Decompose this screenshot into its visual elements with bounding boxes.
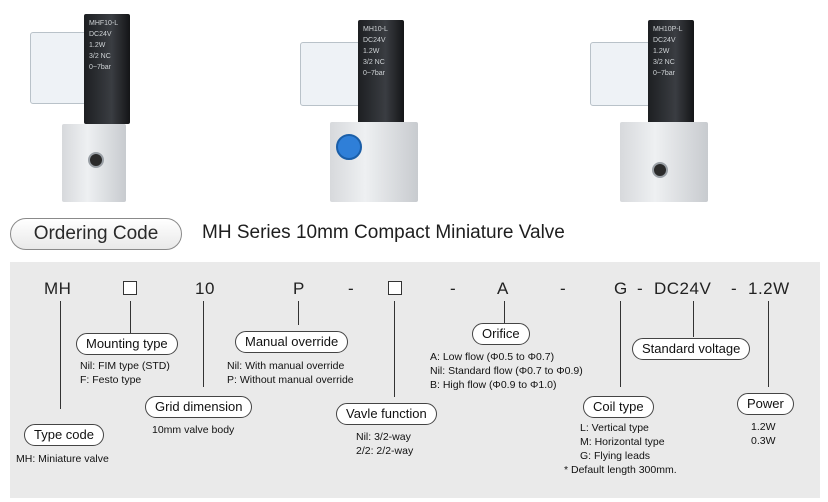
option-line: Nil: Standard flow (Φ0.7 to Φ0.9) [430, 365, 583, 377]
port [652, 162, 668, 178]
option-line: F: Festo type [80, 374, 142, 386]
code-g: G [614, 279, 628, 298]
coil-label: MH10-L DC24V 1.2W 3/2 NC 0~7bar [358, 20, 404, 138]
code-power: 1.2W [748, 279, 790, 298]
code-mounting-box [123, 281, 137, 295]
series-title: MH Series 10mm Compact Miniature Valve [202, 222, 565, 243]
coil-pressure: 0~7bar [653, 70, 675, 77]
port [88, 152, 104, 168]
leader-line [620, 301, 621, 387]
coil-model: MHF10-L [89, 20, 119, 27]
option-line: Nil: FIM type (STD) [80, 360, 170, 372]
grid-dimension-pill: Grid dimension [145, 396, 253, 418]
coil-pressure: 0~7bar [89, 64, 111, 71]
coil-function: 3/2 NC [363, 59, 385, 66]
option-line: 1.2W [751, 421, 776, 433]
leader-line [394, 301, 395, 397]
orifice-options: A: Low flow (Φ0.5 to Φ0.7) Nil: Standard… [430, 350, 583, 392]
code-dc24v: DC24V [654, 279, 712, 298]
valve-image-mhf10: MHF10-L DC24V 1.2W 3/2 NC 0~7bar [22, 12, 162, 202]
connector-housing [300, 42, 362, 106]
coil-function: 3/2 NC [653, 59, 675, 66]
product-images: MHF10-L DC24V 1.2W 3/2 NC 0~7bar MH10-L … [0, 0, 828, 205]
code-dash: - [637, 279, 644, 298]
orifice-pill: Orifice [472, 323, 530, 345]
code-a: A [497, 279, 509, 298]
valve-body [620, 122, 708, 202]
leader-line [130, 301, 131, 333]
option-line: 0.3W [751, 435, 776, 447]
mounting-type-pill: Mounting type [76, 333, 178, 355]
option-line: 2/2: 2/2-way [356, 445, 414, 457]
manual-override-options: Nil: With manual override P: Without man… [227, 359, 354, 387]
option-line: MH: Miniature valve [16, 453, 109, 465]
option-line: 10mm valve body [152, 424, 235, 436]
option-line: P: Without manual override [227, 374, 354, 386]
coil-type-pill: Coil type [583, 396, 654, 418]
option-line-note: * Default length 300mm. [564, 464, 677, 476]
code-dash: - [560, 279, 567, 298]
valve-image-mh10: MH10-L DC24V 1.2W 3/2 NC 0~7bar [300, 12, 440, 202]
leader-line [693, 301, 694, 337]
option-line: Nil: With manual override [227, 360, 345, 372]
option-line: M: Horizontal type [580, 436, 665, 448]
mounting-type-options: Nil: FIM type (STD) F: Festo type [80, 359, 170, 387]
coil-model: MH10P-L [653, 26, 683, 33]
coil-function: 3/2 NC [89, 53, 111, 60]
leader-line [203, 301, 204, 387]
standard-voltage-pill: Standard voltage [632, 338, 751, 360]
leader-line [504, 301, 505, 323]
option-line: Nil: 3/2-way [356, 431, 411, 443]
grid-dimension-options: 10mm valve body [152, 423, 234, 437]
code-10: 10 [195, 279, 215, 298]
valve-image-mh10p: MH10P-L DC24V 1.2W 3/2 NC 0~7bar [590, 12, 730, 202]
coil-label: MHF10-L DC24V 1.2W 3/2 NC 0~7bar [84, 14, 130, 124]
valve-function-pill: Vavle function [336, 403, 437, 425]
coil-voltage: DC24V 1.2W [653, 37, 676, 55]
code-dash: - [450, 279, 457, 298]
connector-housing [30, 32, 88, 104]
coil-model: MH10-L [363, 26, 388, 33]
leader-line [298, 301, 299, 325]
coil-label: MH10P-L DC24V 1.2W 3/2 NC 0~7bar [648, 20, 694, 138]
ordering-code-panel [10, 262, 820, 498]
power-options: 1.2W 0.3W [751, 420, 776, 448]
coil-pressure: 0~7bar [363, 70, 385, 77]
code-function-box [388, 281, 402, 295]
valve-function-options: Nil: 3/2-way 2/2: 2/2-way [356, 430, 413, 458]
power-pill: Power [737, 393, 794, 415]
option-line: L: Vertical type [580, 422, 649, 434]
option-line: G: Flying leads [580, 450, 651, 462]
code-dash: - [731, 279, 738, 298]
option-line: B: High flow (Φ0.9 to Φ1.0) [430, 379, 557, 391]
leader-line [768, 301, 769, 387]
ordering-code-header: Ordering Code MH Series 10mm Compact Min… [10, 218, 820, 250]
ordering-code-title: Ordering Code [10, 218, 182, 250]
coil-voltage: DC24V 1.2W [89, 31, 112, 49]
type-code-options: MH: Miniature valve [16, 452, 109, 466]
option-line: A: Low flow (Φ0.5 to Φ0.7) [430, 351, 555, 363]
code-p: P [293, 279, 305, 298]
connector-housing [590, 42, 652, 106]
type-code-pill: Type code [24, 424, 104, 446]
leader-line [60, 301, 61, 409]
code-dash: - [348, 279, 355, 298]
code-mh: MH [44, 279, 72, 298]
manual-override-button [336, 134, 362, 160]
coil-voltage: DC24V 1.2W [363, 37, 386, 55]
manual-override-pill: Manual override [235, 331, 349, 353]
coil-type-options: L: Vertical type M: Horizontal type G: F… [564, 421, 677, 477]
